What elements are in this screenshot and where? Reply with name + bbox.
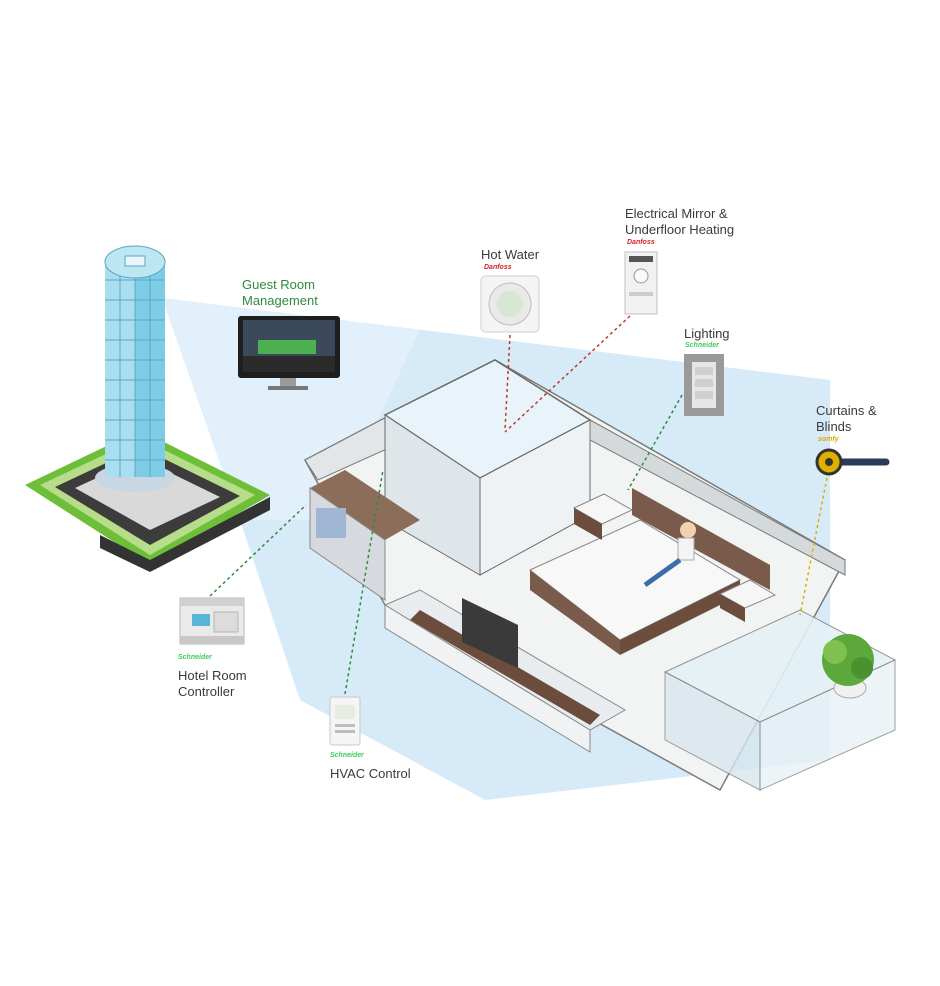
connector-hot-water [504,334,511,431]
logo-somfy: somfy [818,436,839,443]
label-hot-water: Hot Water [481,247,540,262]
connector-blinds [799,477,828,616]
label-electrical-mirror: Electrical Mirror & Underfloor Heating [625,206,735,237]
logo-danfoss-hot-water: Danfoss [484,264,512,271]
connector-controller [209,504,307,597]
light-switch-panel-icon [684,354,724,416]
connector-underfloor [504,315,631,433]
logo-schneider-controller: Schneider [178,654,212,661]
plc-controller-icon [179,597,245,645]
label-guest-room-management: Guest Room Management [242,277,318,308]
logo-schneider-hvac: Schneider [330,752,364,759]
din-rail-thermostat-icon [624,251,658,315]
skyscraper-icon [25,245,270,572]
logo-schneider-lighting: Schneider [685,342,719,349]
label-lighting: Lighting [684,326,730,341]
round-thermostat-icon [480,275,540,333]
label-hvac-control: HVAC Control [330,766,411,781]
logo-danfoss-mirror: Danfoss [627,239,655,246]
connector-hvac [344,469,384,695]
monitor-icon [238,316,340,390]
tubular-blind-motor-icon [815,448,890,476]
hvac-thermostat-icon [329,696,361,746]
connector-lighting [627,394,683,491]
label-hotel-room-controller: Hotel Room Controller [178,668,247,699]
label-curtains-blinds: Curtains & Blinds [816,403,877,434]
isometric-hotel-room-icon [303,359,897,792]
